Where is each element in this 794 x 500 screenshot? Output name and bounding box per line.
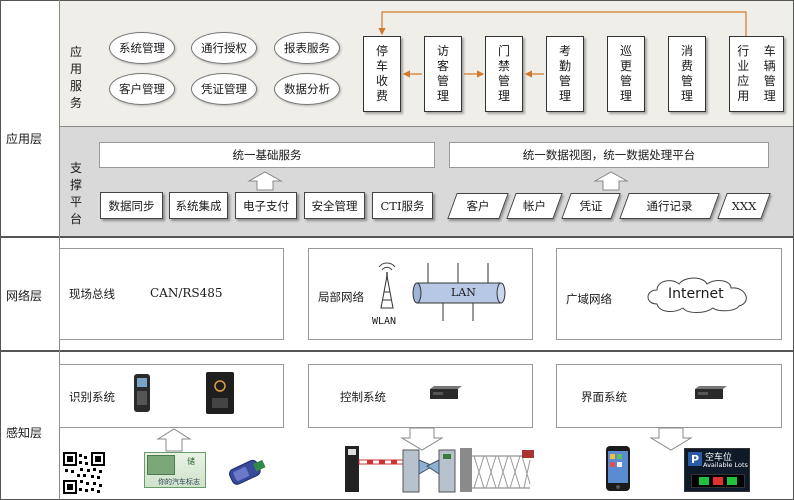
down-arrow-interface — [649, 427, 693, 451]
support-platform-label: 支撑平台 — [70, 161, 83, 226]
up-arrow-right — [593, 171, 629, 191]
layer-divider — [59, 0, 60, 237]
vehicle-card-image: 储 你的汽车标志 — [144, 452, 206, 488]
data-analysis-ellipse: 数据分析 — [274, 73, 340, 105]
wan-label: 广域网络 — [566, 292, 612, 306]
card-photo — [147, 455, 175, 475]
card-reader-terminal-icon — [206, 372, 234, 414]
card-caption: 你的汽车标志 — [158, 478, 200, 486]
internet-label: Internet — [668, 286, 724, 302]
fieldbus-panel — [59, 248, 284, 340]
parking-sign-subtitle: Available Lots — [703, 461, 748, 469]
card-tag: 储 — [187, 457, 195, 466]
down-arrow-control — [400, 427, 444, 451]
up-arrow-recognition — [156, 428, 192, 452]
control-panel — [308, 364, 533, 428]
customer-management-ellipse: 客户管理 — [109, 73, 175, 105]
wlan-antenna-icon — [378, 262, 396, 309]
parking-lot-sign: P 空车位 Available Lots — [684, 448, 750, 492]
local-network-label: 局部网络 — [318, 290, 364, 304]
display-device-icon — [695, 386, 727, 399]
turnstile-icon — [402, 449, 456, 493]
visitor-management-module: 访客管理 — [424, 36, 462, 112]
usb-key-icon — [229, 459, 266, 485]
system-management-ellipse: 系统管理 — [109, 32, 175, 64]
access-log-box: 通行记录 — [624, 193, 715, 219]
recognition-panel — [59, 364, 284, 428]
application-layer-label: 应用层 — [6, 132, 43, 146]
barrier-gate-icon — [345, 446, 404, 492]
controller-device-icon — [430, 386, 462, 399]
customer-record-box: 客户 — [452, 193, 504, 219]
interface-label: 界面系统 — [581, 390, 627, 404]
other-record-box: XXX — [722, 193, 766, 219]
fieldbus-label: 现场总线 — [69, 287, 115, 301]
network-layer-label: 网络层 — [6, 289, 43, 303]
access-authorization-ellipse: 通行授权 — [191, 32, 257, 64]
perception-layer-label: 感知层 — [6, 426, 43, 440]
cti-service-box: CTI服务 — [372, 192, 433, 219]
interface-panel — [556, 364, 782, 428]
recognition-label: 识别系统 — [69, 390, 115, 404]
module-connector-arrows — [378, 11, 747, 78]
lan-bus-pipe — [412, 263, 506, 321]
retractable-gate-icon — [460, 448, 534, 492]
qr-code-icon — [63, 452, 105, 494]
system-integration-box: 系统集成 — [169, 192, 228, 219]
credential-record-box: 凭证 — [566, 193, 616, 219]
lan-label: LAN — [451, 286, 476, 299]
account-record-box: 帐户 — [511, 193, 558, 219]
report-service-ellipse: 报表服务 — [274, 32, 340, 64]
parking-sign-counter — [691, 474, 745, 488]
control-label: 控制系统 — [340, 390, 386, 404]
internet-cloud-icon — [647, 277, 747, 313]
data-sync-box: 数据同步 — [100, 192, 163, 219]
app-services-label: 应用服务 — [70, 45, 83, 110]
parking-fee-module: 停车收费 — [363, 36, 401, 112]
parking-sign-title: 空车位 — [705, 453, 733, 463]
fieldbus-protocol: CAN/RS485 — [150, 286, 223, 300]
patrol-module: 巡更管理 — [607, 36, 645, 112]
up-arrow-left — [247, 171, 283, 191]
unified-data-view-bar: 统一数据视图，统一数据处理平台 — [449, 142, 769, 168]
e-payment-box: 电子支付 — [235, 192, 297, 219]
unified-basic-service-bar: 统一基础服务 — [99, 142, 435, 168]
smartphone-icon — [606, 446, 630, 491]
wlan-label: WLAN — [372, 316, 397, 327]
security-management-box: 安全管理 — [304, 192, 365, 219]
handheld-reader-icon — [134, 374, 150, 412]
attendance-module: 考勤管理 — [546, 36, 584, 112]
credential-management-ellipse: 凭证管理 — [191, 73, 257, 105]
industry-application-module: 行业应用车辆管理 — [729, 36, 784, 112]
parking-p-badge: P — [688, 452, 702, 466]
consumption-module: 消费管理 — [668, 36, 706, 112]
access-control-module: 门禁管理 — [485, 36, 523, 112]
